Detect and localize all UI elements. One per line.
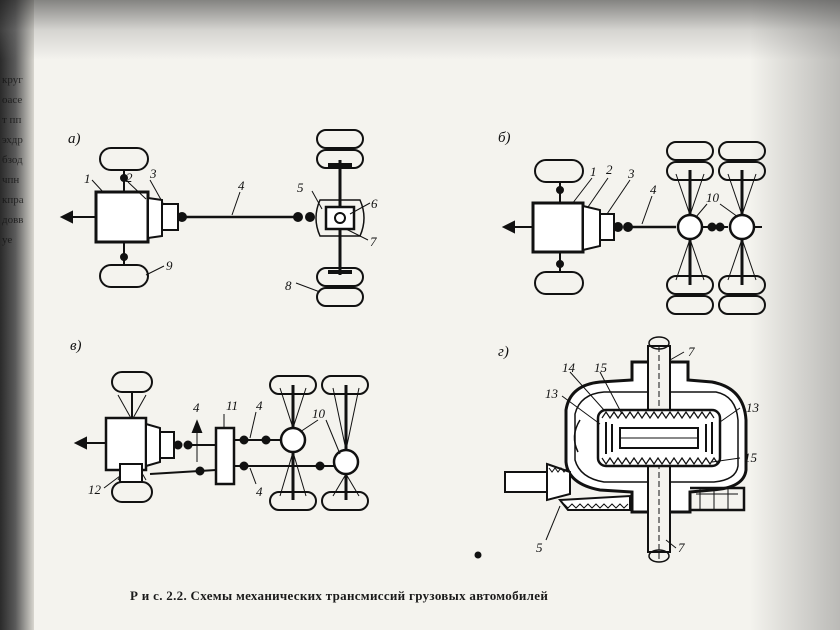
- panel-g-differential: [504, 336, 748, 563]
- front-axle-drive: [119, 463, 143, 483]
- part-label-1: 1: [590, 164, 597, 179]
- part-label-4: 4: [256, 398, 263, 413]
- rear-wheel-bottom-1: [316, 267, 364, 287]
- part-label-9: 9: [166, 258, 173, 273]
- panel-a-label: а): [68, 131, 81, 147]
- right-shadow: [750, 0, 840, 630]
- part-label-10: 10: [706, 190, 720, 205]
- part-label-3: 3: [149, 166, 157, 181]
- engine-block: [531, 201, 585, 254]
- gearbox: [161, 203, 179, 231]
- book-spine: кругоасе т ппэхдрбзодчпнкпрадоввуе: [0, 0, 34, 630]
- panel-g-label: г): [498, 344, 509, 360]
- front-wheel-bottom: [534, 271, 584, 295]
- part-label-4: 4: [238, 178, 245, 193]
- transfer-case: [214, 426, 236, 486]
- part-label-2: 2: [126, 170, 133, 185]
- top-shadow: [0, 0, 840, 60]
- part-label-7: 7: [370, 234, 377, 249]
- spine-text: кругоасе т ппэхдрбзодчпнкпрадоввуе: [2, 74, 24, 246]
- part-label-6: 6: [371, 196, 378, 211]
- part-label-7: 7: [688, 344, 695, 359]
- panel-v-schematic: [73, 371, 369, 511]
- part-label-11: 11: [226, 398, 238, 413]
- engine-block: [94, 190, 150, 244]
- clutch-housing: [582, 204, 601, 252]
- panel-b-label: б): [498, 130, 511, 146]
- part-label-1: 1: [84, 171, 91, 186]
- panel-b-schematic: [501, 141, 766, 315]
- rear-wheel-top-2: [316, 149, 364, 169]
- front-wheel-top: [99, 147, 149, 171]
- part-label-4: 4: [193, 400, 200, 415]
- part-label-13: 13: [545, 386, 559, 401]
- clutch-housing: [147, 196, 163, 240]
- gearbox: [159, 431, 175, 459]
- part-label-3: 3: [627, 166, 635, 181]
- part-label-8: 8: [285, 278, 292, 293]
- front-wheel-bottom: [99, 264, 149, 288]
- part-label-15: 15: [594, 360, 608, 375]
- part-label-14: 14: [562, 360, 576, 375]
- panel-v-label: в): [70, 338, 82, 354]
- part-label-15: 15: [744, 450, 758, 465]
- panel-a-schematic: [59, 129, 371, 307]
- part-label-5: 5: [297, 180, 304, 195]
- final-drive: [324, 205, 356, 231]
- rear-final-drive: [728, 213, 756, 241]
- clutch-housing: [145, 422, 161, 468]
- part-label-13: 13: [746, 400, 760, 415]
- part-label-4: 4: [256, 484, 263, 499]
- part-label-5: 5: [536, 540, 543, 555]
- gearbox: [599, 213, 615, 241]
- middle-final-drive: [676, 213, 704, 241]
- figure-caption: Р и с. 2.2. Схемы механических трансмисс…: [130, 588, 549, 603]
- rear-wheel-bottom-2: [316, 287, 364, 307]
- part-label-4: 4: [650, 182, 657, 197]
- part-label-12: 12: [88, 482, 102, 497]
- part-label-2: 2: [606, 162, 613, 177]
- print-dot: [474, 551, 482, 559]
- rear-wheel-top-1: [316, 129, 364, 149]
- engine-block: [104, 416, 148, 472]
- part-label-7: 7: [678, 540, 685, 555]
- input-shaft: [504, 471, 548, 493]
- part-label-10: 10: [312, 406, 326, 421]
- front-wheel-top: [534, 159, 584, 183]
